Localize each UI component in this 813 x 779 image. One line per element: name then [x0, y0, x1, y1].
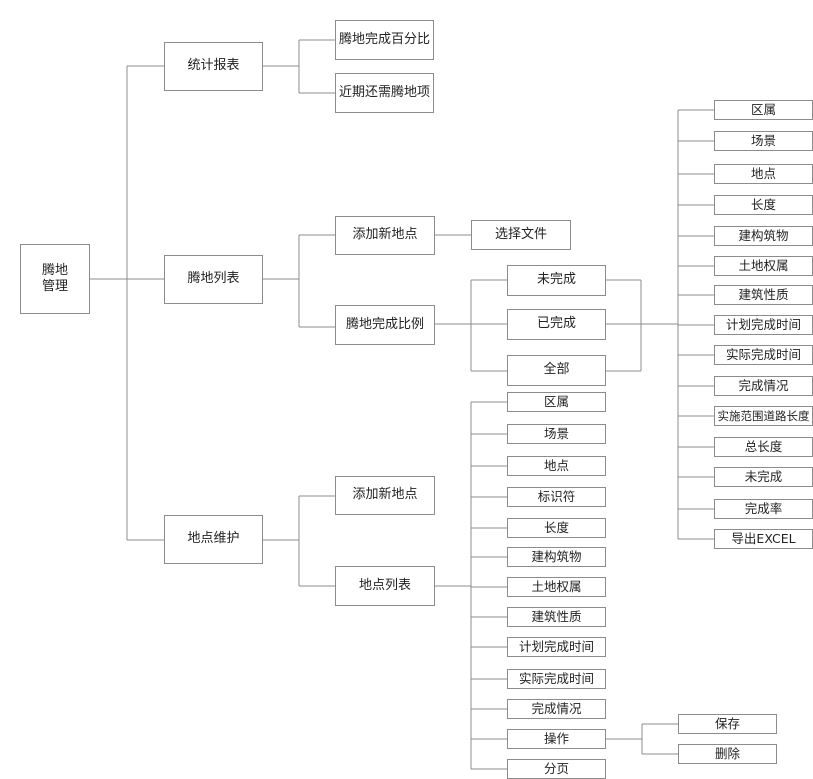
filter-all-node: 全部	[507, 355, 606, 386]
pl-completion-status-node: 完成情况	[507, 699, 606, 719]
filter-incomplete-node: 未完成	[507, 265, 606, 296]
location-maintenance-node: 地点维护	[164, 515, 263, 564]
col-district-node: 区属	[714, 100, 813, 120]
completion-percentage-node: 腾地完成百分比	[335, 20, 434, 60]
col-completion-status-node: 完成情况	[714, 376, 813, 396]
pl-district-node: 区属	[507, 392, 606, 412]
pending-items-node: 近期还需腾地项	[335, 73, 434, 113]
pl-building-nature-node: 建筑性质	[507, 607, 606, 627]
pl-pagination-node: 分页	[507, 759, 606, 779]
filter-complete-node: 已完成	[507, 309, 606, 340]
col-planned-time-node: 计划完成时间	[714, 315, 813, 335]
pl-length-node: 长度	[507, 518, 606, 538]
col-actual-time-node: 实际完成时间	[714, 345, 813, 365]
pl-actual-time-node: 实际完成时间	[507, 669, 606, 689]
stats-report-node: 统计报表	[164, 42, 263, 91]
location-list-node: 地点列表	[335, 566, 435, 606]
col-incomplete-node: 未完成	[714, 467, 813, 487]
save-action-node: 保存	[678, 714, 777, 734]
pl-location-node: 地点	[507, 456, 606, 476]
pl-identifier-node: 标识符	[507, 487, 606, 507]
pl-structures-node: 建构筑物	[507, 547, 606, 567]
export-excel-node: 导出EXCEL	[714, 529, 813, 549]
col-building-nature-node: 建筑性质	[714, 285, 813, 305]
col-completion-rate-node: 完成率	[714, 499, 813, 519]
add-location-node: 添加新地点	[335, 216, 435, 255]
col-scene-node: 场景	[714, 131, 813, 151]
delete-action-node: 删除	[678, 744, 777, 764]
col-structures-node: 建构筑物	[714, 226, 813, 246]
clearance-list-node: 腾地列表	[164, 255, 263, 304]
col-land-ownership-node: 土地权属	[714, 256, 813, 276]
completion-ratio-node: 腾地完成比例	[335, 305, 435, 345]
maint-add-location-node: 添加新地点	[335, 476, 435, 515]
pl-operation-node: 操作	[507, 729, 606, 749]
root-node: 腾地 管理	[20, 244, 90, 314]
pl-land-ownership-node: 土地权属	[507, 577, 606, 597]
col-total-length-node: 总长度	[714, 437, 813, 457]
select-file-node: 选择文件	[471, 220, 571, 250]
pl-scene-node: 场景	[507, 424, 606, 444]
col-location-node: 地点	[714, 164, 813, 184]
col-road-length-node: 实施范围道路长度	[714, 406, 813, 426]
pl-planned-time-node: 计划完成时间	[507, 637, 606, 657]
col-length-node: 长度	[714, 195, 813, 215]
